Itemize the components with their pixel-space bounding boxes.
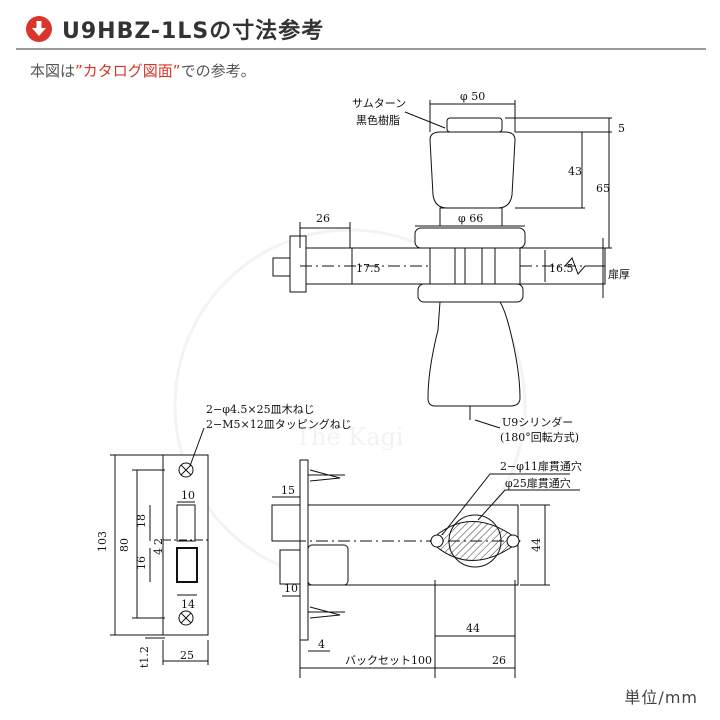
cylinder-label-1: U9シリンダー [502, 415, 573, 429]
top-view-labels: サムターン 黒色樹脂 φ 50 φ 66 5 43 65 26 17.5 16.… [316, 90, 630, 444]
dim-16: 16 [135, 556, 148, 570]
deadbolt-opening [176, 547, 198, 583]
dim-14: 14 [181, 598, 195, 611]
top-view [272, 100, 612, 429]
dim-t1-2: t1.2 [138, 646, 151, 668]
thumbturn-tab [446, 117, 503, 133]
deadbolt-side [279, 549, 301, 585]
dim-26-top: 26 [316, 212, 330, 225]
down-arrow-circle-icon [26, 16, 52, 42]
inner-rose [414, 227, 526, 249]
dim-44-vertical: 44 [530, 538, 543, 552]
dim-2: 2 [152, 538, 165, 545]
dim-backset: バックセット100 [345, 654, 432, 667]
hole-label-2: φ25扉貫通穴 [505, 476, 571, 490]
dim-18: 18 [135, 514, 148, 528]
header-divider [16, 48, 706, 50]
dim-phi66: φ 66 [458, 212, 483, 225]
subtitle-prefix: 本図は [30, 62, 76, 80]
outer-knob [427, 301, 521, 407]
page-title: U9HBZ-1LSの寸法参考 [62, 19, 325, 44]
dim-103: 103 [96, 531, 109, 552]
unit-label: 単位/mm [624, 688, 698, 707]
dim-43: 43 [568, 165, 582, 178]
dim-10-front: 10 [181, 489, 195, 502]
dim-5: 5 [618, 122, 625, 135]
dim-80: 80 [118, 538, 131, 552]
header: U9HBZ-1LSの寸法参考 [0, 0, 720, 58]
subtitle-highlight: ”カタログ図面” [75, 62, 181, 80]
dim-4: 4 [152, 548, 165, 555]
hole-label-1: 2−φ11扉貫通穴 [500, 459, 582, 473]
dim-44-horizontal: 44 [466, 622, 480, 635]
dim-25: 25 [180, 649, 194, 662]
faceplate-side [299, 459, 309, 641]
dim-16-5: 16.5 [549, 262, 574, 275]
door-thickness-label: 扉厚 [608, 268, 630, 281]
latch-bolt-side [271, 504, 301, 542]
thumbturn-label-2: 黒色樹脂 [356, 113, 400, 127]
watermark-text: The Kagi [295, 423, 404, 451]
side-view [271, 459, 580, 678]
latch-opening [176, 504, 196, 542]
thumbturn-knob [429, 131, 516, 209]
screw-label-1: 2−φ4.5×25皿木ねじ [206, 403, 315, 416]
thumbturn-label-1: サムターン [352, 97, 406, 110]
dim-10-side: 10 [284, 582, 298, 595]
faceplate [162, 454, 209, 636]
subtitle-suffix: での参考。 [180, 62, 256, 80]
outer-rose [417, 283, 524, 303]
dim-26-side: 26 [492, 654, 506, 667]
dim-17-5: 17.5 [356, 262, 381, 275]
side-view-labels: 2−φ11扉貫通穴 φ25扉貫通穴 15 10 4 44 44 バックセット10… [281, 459, 582, 667]
dim-4-side: 4 [318, 638, 325, 651]
front-view [110, 427, 209, 665]
screw-label-2: 2−M5×12皿タッピングねじ [206, 417, 352, 431]
subtitle: 本図は”カタログ図面”での参考。 [30, 60, 256, 81]
cylinder-label-2: (180°回転方式) [500, 430, 579, 444]
dimension-drawing: The Kagi [96, 90, 630, 678]
hub-circle [448, 514, 502, 568]
front-view-labels: 2−φ4.5×25皿木ねじ 2−M5×12皿タッピングねじ 103 80 18 … [96, 403, 352, 668]
dim-phi50: φ 50 [460, 90, 485, 103]
dim-65: 65 [596, 182, 610, 195]
dim-15: 15 [281, 484, 295, 497]
